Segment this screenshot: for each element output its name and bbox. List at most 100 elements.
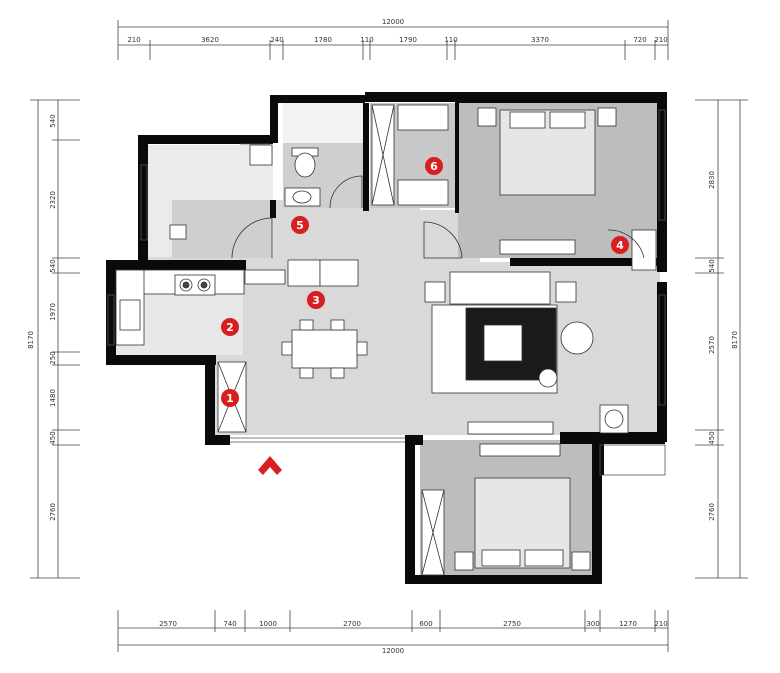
dim-top-seg: 3620 xyxy=(201,36,219,44)
nightstand xyxy=(454,551,474,571)
dim-right-total: 8170 xyxy=(731,331,739,349)
toilet xyxy=(294,152,316,178)
door-swing xyxy=(329,175,363,209)
wall xyxy=(363,103,369,211)
pillow xyxy=(524,549,564,567)
balcony-floor-shade xyxy=(172,200,272,258)
study-shelf xyxy=(397,179,449,206)
bathroom-wet-area xyxy=(283,103,363,143)
marker-label: 5 xyxy=(296,219,304,232)
dim-bottom-total: 12000 xyxy=(382,647,404,655)
dim-right-seg: 540 xyxy=(708,259,716,272)
dim-right-seg: 2830 xyxy=(708,171,716,189)
wall xyxy=(138,135,148,265)
marker-1: 1 xyxy=(221,389,239,407)
marker-5: 5 xyxy=(291,216,309,234)
wall xyxy=(138,135,273,144)
wall xyxy=(405,435,415,583)
marker-2: 2 xyxy=(221,318,239,336)
pillow xyxy=(549,111,586,129)
dim-left-seg: 250 xyxy=(49,351,57,364)
dim-bottom-seg: 2570 xyxy=(159,620,177,628)
door-swing xyxy=(607,229,645,259)
window xyxy=(658,294,666,406)
windows xyxy=(107,109,666,476)
nightstand xyxy=(477,107,497,127)
cabinet xyxy=(319,259,359,287)
wall xyxy=(657,282,667,442)
wall xyxy=(205,435,230,445)
dimension-left xyxy=(30,99,80,579)
wall xyxy=(455,92,667,103)
dim-left-seg: 540 xyxy=(49,114,57,127)
dim-bottom-seg: 300 xyxy=(586,620,599,628)
dim-top-seg: 110 xyxy=(360,36,373,44)
dim-left-seg: 1480 xyxy=(49,389,57,407)
walls xyxy=(106,92,667,584)
window xyxy=(599,444,666,476)
dim-top-seg: 3370 xyxy=(531,36,549,44)
sofa xyxy=(449,271,551,305)
chair xyxy=(356,341,368,356)
pouf xyxy=(538,368,558,388)
tv-console xyxy=(499,239,576,255)
marker-label: 4 xyxy=(616,239,624,252)
dim-left-segments: 540 2320 540 1970 250 1480 450 2760 xyxy=(49,114,57,521)
kitchen-sink xyxy=(119,299,141,331)
dim-left-seg: 1970 xyxy=(49,303,57,321)
dim-top-seg: 210 xyxy=(127,36,140,44)
dim-right-seg: 2570 xyxy=(708,336,716,354)
wall xyxy=(270,95,365,103)
dim-bottom-seg: 2750 xyxy=(503,620,521,628)
study-shelf xyxy=(397,104,449,131)
wall xyxy=(455,103,459,213)
doors xyxy=(231,175,645,259)
wall xyxy=(205,355,215,445)
dim-left-seg: 2760 xyxy=(49,503,57,521)
dim-right-segments: 2830 540 2570 450 2760 xyxy=(708,171,716,521)
side-table xyxy=(424,281,446,303)
wall xyxy=(270,200,276,218)
cabinet xyxy=(244,269,286,285)
dim-right-seg: 2760 xyxy=(708,503,716,521)
wall xyxy=(510,258,660,266)
dim-left-total: 8170 xyxy=(27,331,35,349)
door-swing xyxy=(231,217,273,259)
dim-bottom-seg: 210 xyxy=(654,620,667,628)
entrance-arrow-icon xyxy=(258,456,282,475)
marker-label: 1 xyxy=(226,392,234,405)
dim-bottom-seg: 1000 xyxy=(259,620,277,628)
tv-cabinet xyxy=(467,421,554,435)
wall xyxy=(365,92,460,102)
wall xyxy=(270,95,278,143)
desk xyxy=(479,443,561,457)
chair xyxy=(299,319,314,331)
dim-top-seg: 110 xyxy=(444,36,457,44)
dim-bottom-seg: 600 xyxy=(419,620,432,628)
wall xyxy=(106,260,116,365)
dim-top-total: 12000 xyxy=(382,18,404,26)
marker-label: 6 xyxy=(430,160,438,173)
dimension-top xyxy=(117,20,669,60)
dim-bottom-segments: 2570 740 1000 2700 600 2750 300 1270 210 xyxy=(159,620,668,628)
nightstand xyxy=(597,107,617,127)
dim-left-seg: 540 xyxy=(49,259,57,272)
cabinet xyxy=(287,259,321,287)
dim-right-seg: 450 xyxy=(708,431,716,444)
dim-left-seg: 450 xyxy=(49,431,57,444)
dim-top-seg: 1790 xyxy=(399,36,417,44)
marker-6: 6 xyxy=(425,157,443,175)
furniture xyxy=(115,104,657,576)
dim-bottom-seg: 2700 xyxy=(343,620,361,628)
nightstand xyxy=(571,551,591,571)
dim-top-seg: 210 xyxy=(654,36,667,44)
armchair xyxy=(560,321,594,355)
chair xyxy=(281,341,293,356)
dim-bottom-seg: 740 xyxy=(223,620,236,628)
chair xyxy=(330,319,345,331)
marker-label: 2 xyxy=(226,321,234,334)
pillow xyxy=(481,549,521,567)
window xyxy=(140,164,148,241)
wall xyxy=(592,440,602,584)
dimension-bottom xyxy=(117,610,669,652)
